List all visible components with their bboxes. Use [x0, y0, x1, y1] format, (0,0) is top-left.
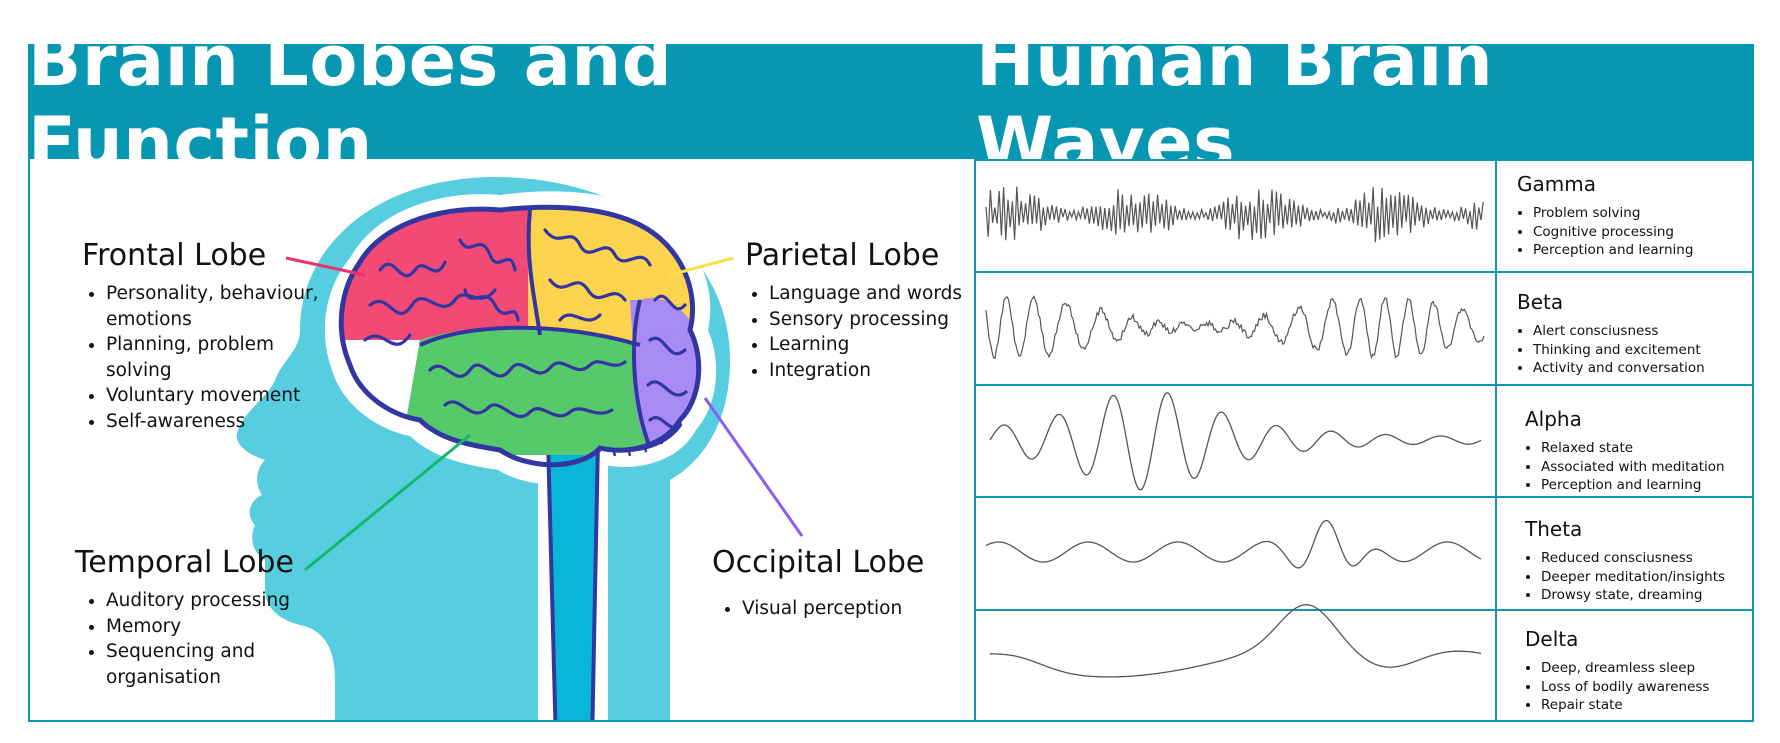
- list-item: Reduced consciusness: [1541, 549, 1725, 568]
- wave-row-beta: [976, 271, 1754, 384]
- list-item: Sequencing and organisation: [106, 639, 305, 690]
- list-item: Visual perception: [742, 596, 952, 622]
- gamma-wave-trace: [985, 186, 1484, 243]
- list-item: Sensory processing: [769, 307, 970, 333]
- list-item: Language and words: [769, 281, 970, 307]
- alpha-wave-trace: [989, 392, 1482, 491]
- wave-row-gamma: [976, 159, 1754, 272]
- beta-info: Beta Alert consciusness Thinking and exc…: [1517, 290, 1705, 378]
- list-item: Cognitive processing: [1533, 223, 1693, 242]
- alpha-info: Alpha Relaxed state Associated with medi…: [1525, 407, 1725, 495]
- list-item: Self-awareness: [106, 409, 322, 435]
- list-item: Planning, problem solving: [106, 332, 322, 383]
- list-item: Problem solving: [1533, 204, 1693, 223]
- list-item: Associated with meditation: [1541, 458, 1725, 477]
- list-item: Activity and conversation: [1533, 359, 1705, 378]
- list-item: Voluntary movement: [106, 383, 322, 409]
- temporal-lobe: [400, 328, 650, 455]
- wave-name: Gamma: [1517, 172, 1596, 196]
- beta-wave-trace: [985, 295, 1485, 360]
- wave-descriptions: Alert consciusness Thinking and exciteme…: [1517, 322, 1705, 378]
- list-item: Personality, behaviour, emotions: [106, 281, 322, 332]
- wave-name: Delta: [1525, 627, 1579, 651]
- frontal-lobe-functions: Personality, behaviour, emotions Plannin…: [82, 281, 322, 434]
- delta-wave-trace: [990, 604, 1482, 678]
- list-item: Deep, dreamless sleep: [1541, 659, 1709, 678]
- temporal-lobe-functions: Auditory processing Memory Sequencing an…: [75, 588, 305, 690]
- brain-illustration: [236, 176, 804, 720]
- wave-name: Alpha: [1525, 407, 1582, 431]
- temporal-lobe-block: Temporal Lobe Auditory processing Memory…: [75, 545, 305, 690]
- list-item: Thinking and excitement: [1533, 341, 1705, 360]
- wave-column-separator: [1495, 159, 1497, 722]
- list-item: Integration: [769, 358, 970, 384]
- temporal-lobe-title: Temporal Lobe: [75, 545, 294, 580]
- gamma-info: Gamma Problem solving Cognitive processi…: [1517, 172, 1693, 260]
- theta-wave-trace: [985, 519, 1482, 569]
- occipital-lobe-functions: Visual perception: [712, 596, 952, 622]
- wave-descriptions: Deep, dreamless sleep Loss of bodily awa…: [1525, 659, 1709, 715]
- occipital-lobe-title: Occipital Lobe: [712, 545, 925, 580]
- occipital-lobe-block: Occipital Lobe Visual perception: [712, 545, 952, 622]
- parietal-lobe-functions: Language and words Sensory processing Le…: [745, 281, 970, 383]
- right-panel-title: Human Brain Waves: [976, 20, 1754, 184]
- wave-descriptions: Reduced consciusness Deeper meditation/i…: [1525, 549, 1725, 605]
- spinal-cord: [545, 438, 601, 720]
- wave-name: Beta: [1517, 290, 1564, 314]
- list-item: Repair state: [1541, 696, 1709, 715]
- wave-traces: [985, 186, 1485, 678]
- list-item: Perception and learning: [1533, 241, 1693, 260]
- list-item: Perception and learning: [1541, 476, 1725, 495]
- list-item: Drowsy state, dreaming: [1541, 586, 1725, 605]
- list-item: Relaxed state: [1541, 439, 1725, 458]
- wave-name: Theta: [1525, 517, 1583, 541]
- wave-row-delta: [976, 609, 1754, 722]
- wave-row-alpha: [976, 384, 1754, 497]
- list-item: Loss of bodily awareness: [1541, 678, 1709, 697]
- parietal-lobe-block: Parietal Lobe Language and words Sensory…: [745, 238, 970, 383]
- panel-divider: [974, 44, 976, 722]
- list-item: Learning: [769, 332, 970, 358]
- delta-info: Delta Deep, dreamless sleep Loss of bodi…: [1525, 627, 1709, 715]
- wave-descriptions: Problem solving Cognitive processing Per…: [1517, 204, 1693, 260]
- wave-descriptions: Relaxed state Associated with meditation…: [1525, 439, 1725, 495]
- frontal-lobe-block: Frontal Lobe Personality, behaviour, emo…: [82, 238, 322, 434]
- list-item: Deeper meditation/insights: [1541, 568, 1725, 587]
- parietal-lobe-title: Parietal Lobe: [745, 238, 940, 273]
- theta-info: Theta Reduced consciusness Deeper medita…: [1525, 517, 1725, 605]
- list-item: Auditory processing: [106, 588, 305, 614]
- wave-row-theta: [976, 496, 1754, 609]
- list-item: Memory: [106, 614, 305, 640]
- frontal-lobe-title: Frontal Lobe: [82, 238, 267, 273]
- list-item: Alert consciusness: [1533, 322, 1705, 341]
